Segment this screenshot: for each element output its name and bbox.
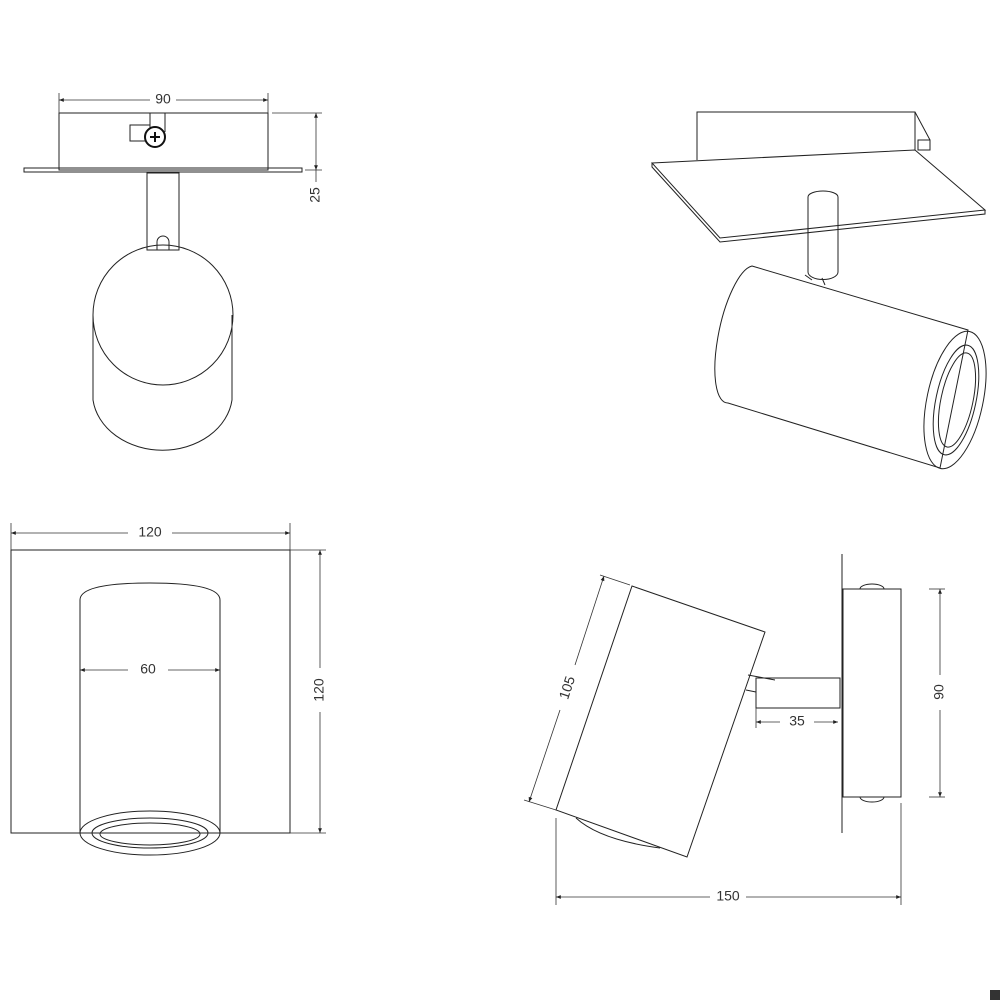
- dim-depth-150: 150: [716, 888, 740, 904]
- dim-box-90: 90: [931, 684, 947, 700]
- iso-screw-icon: [917, 139, 931, 151]
- iso-mounting-box: [696, 111, 931, 160]
- ceiling-plate: [23, 167, 303, 173]
- screw-icon: [129, 113, 166, 148]
- dim-length-105: 105: [556, 674, 579, 701]
- isometric-view: [650, 111, 987, 470]
- corner-mark: [990, 990, 1000, 1000]
- lens-ring: [79, 810, 221, 856]
- iso-lens-ring: [923, 330, 987, 470]
- dim-width-90: 90: [155, 91, 171, 107]
- front-view: 90 25: [23, 91, 323, 451]
- dim-plate-height-120: 120: [311, 678, 327, 702]
- dim-arm-35: 35: [789, 713, 805, 729]
- mounting-box: [58, 112, 269, 171]
- side-screw-icon: [859, 583, 885, 803]
- iso-ceiling-plate: [650, 149, 987, 239]
- top-view: 120 120 60: [10, 523, 327, 856]
- dim-plate-width-120: 120: [138, 524, 162, 540]
- side-mounting-box: [842, 588, 902, 798]
- cylinder-end: [92, 244, 234, 386]
- dim-height-25: 25: [307, 187, 323, 203]
- square-plate: [10, 549, 291, 834]
- side-view: 105 35 90 150: [523, 554, 947, 905]
- side-arm: [755, 677, 841, 709]
- stem: [146, 172, 180, 251]
- dim-diameter-60: 60: [140, 661, 156, 677]
- side-cylinder: [555, 585, 766, 858]
- iso-cylinder: [714, 265, 969, 469]
- cylinder-body: [92, 315, 233, 451]
- cylinder-outline: [79, 582, 221, 833]
- pivot-knob: [156, 235, 170, 250]
- iso-stem: [807, 190, 839, 280]
